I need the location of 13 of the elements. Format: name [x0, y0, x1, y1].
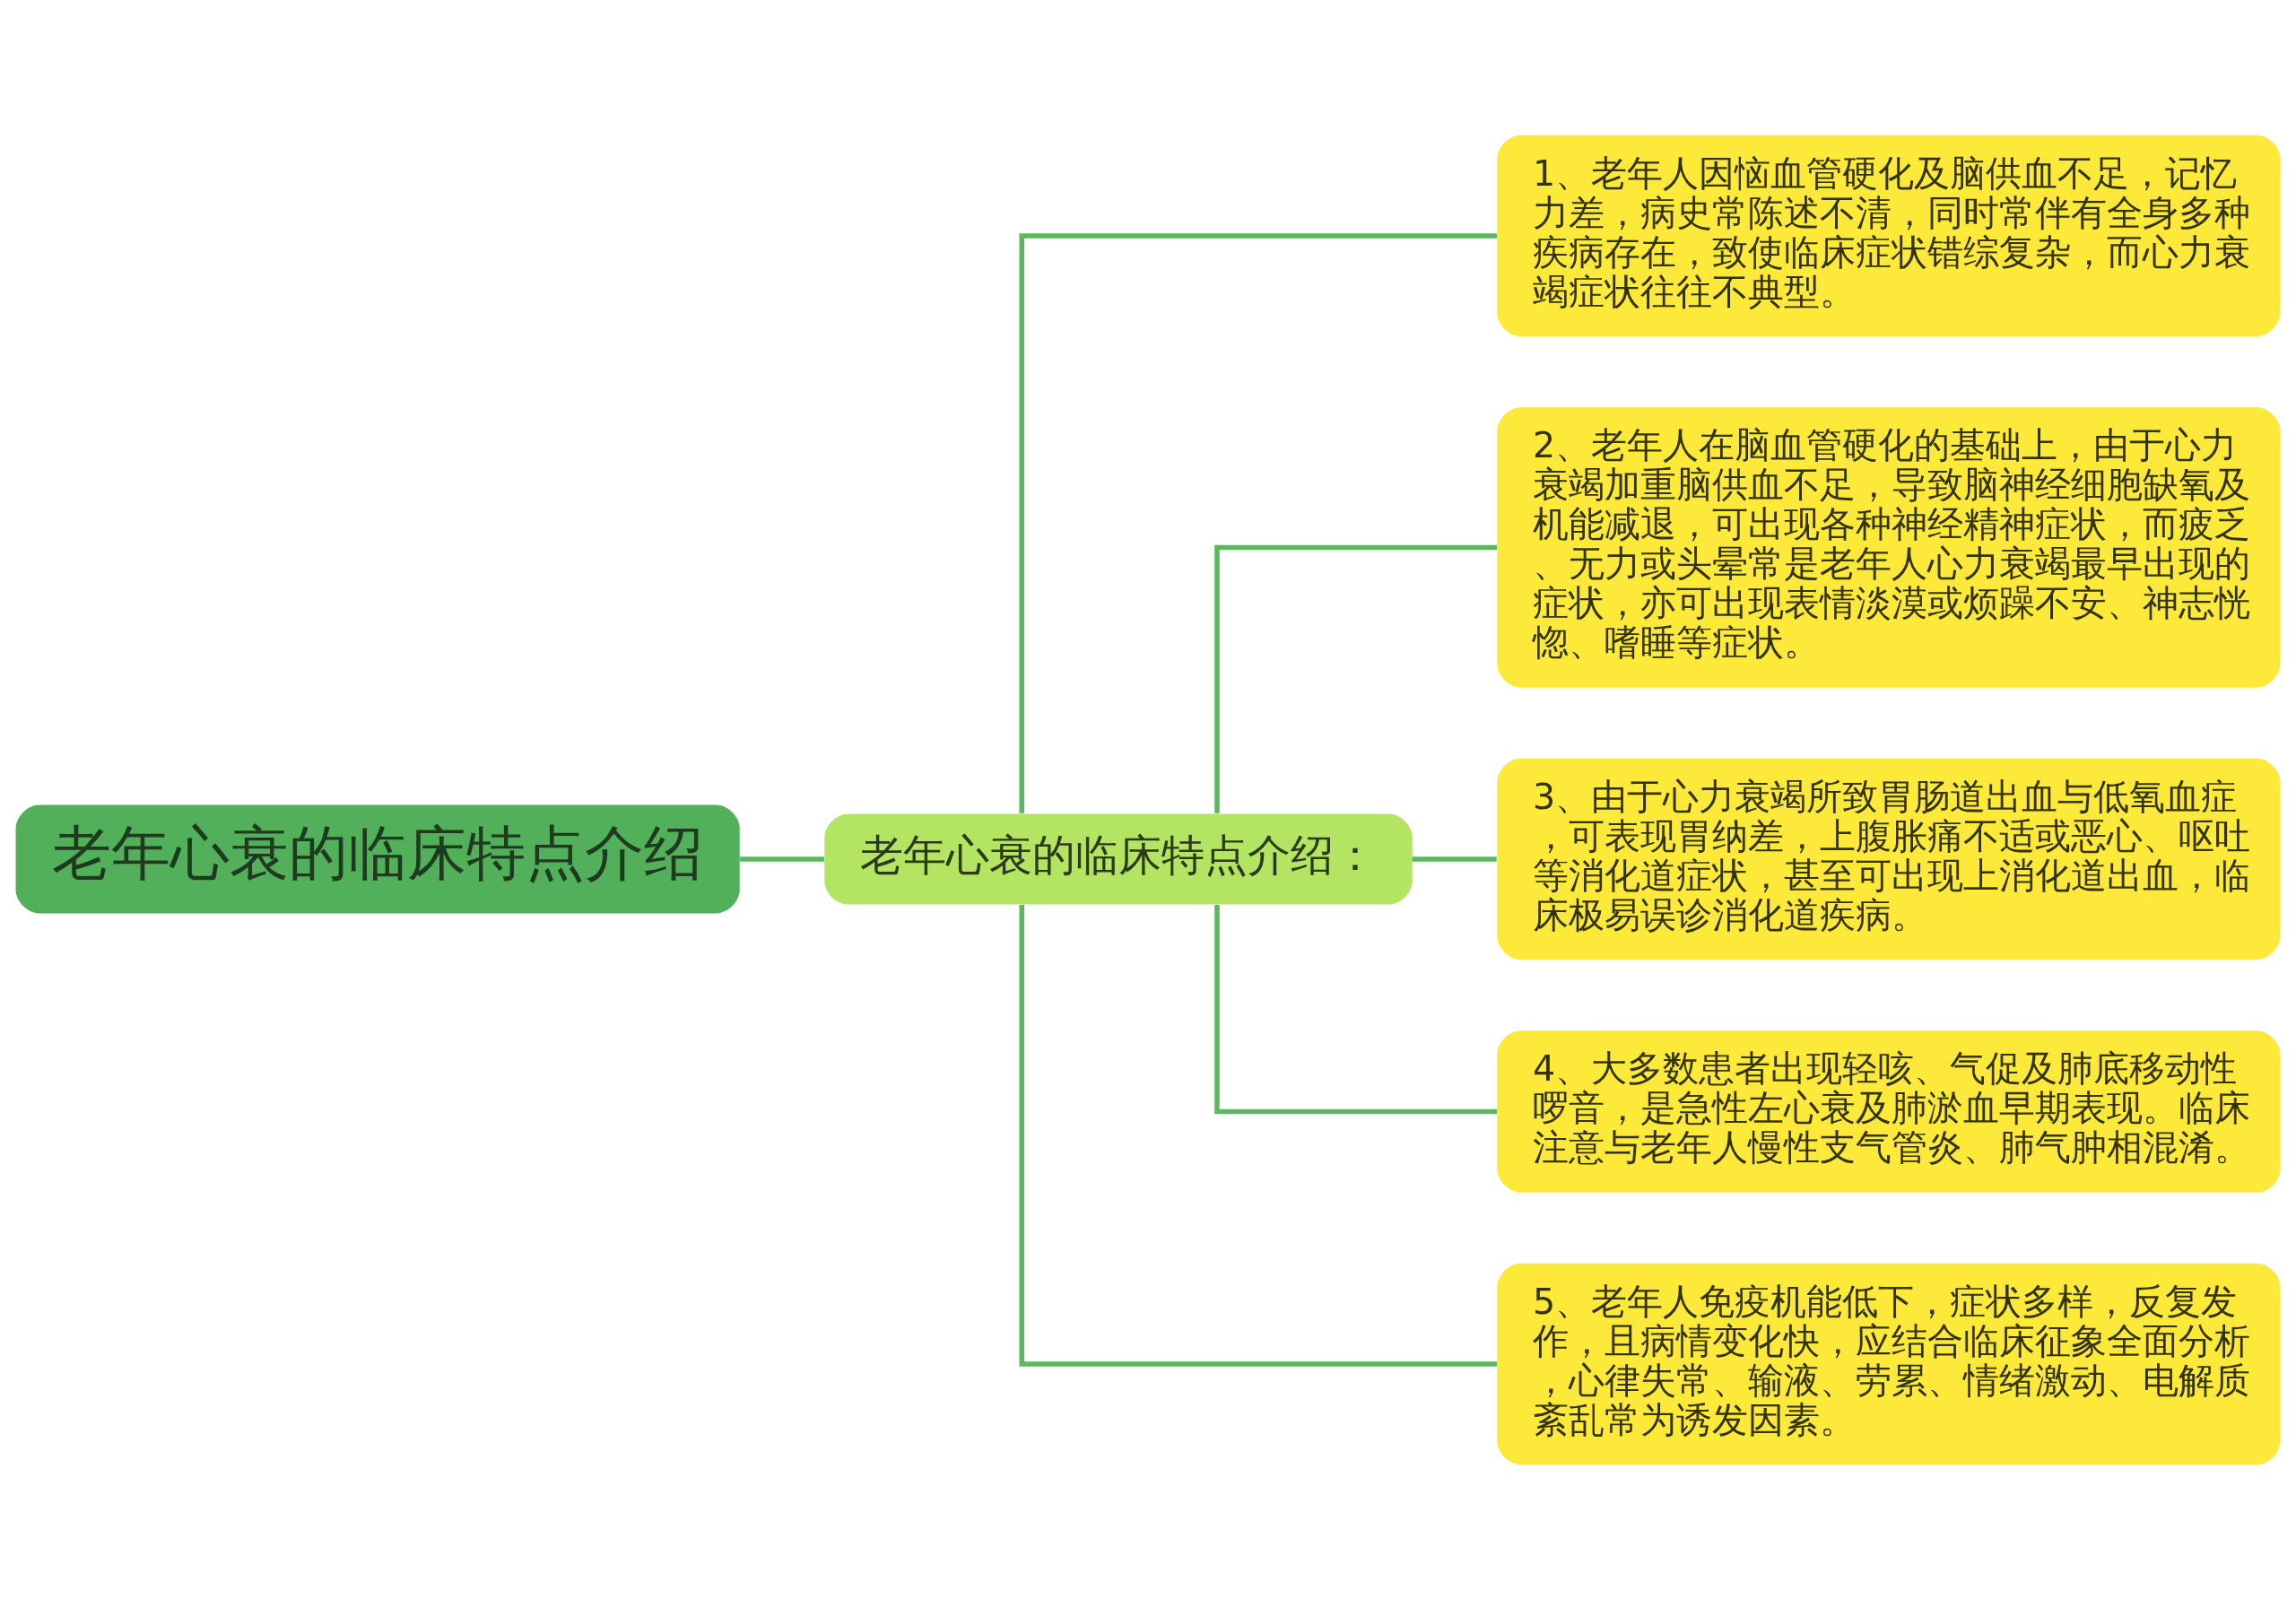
connector: [740, 856, 824, 862]
node-box: 老年心衰的临床特点介绍: [15, 804, 740, 913]
node-box: 5、老年人免疫机能低下，症状多样，反复发作，且病情变化快，应结合临床征象全面分析，心律失常、输液、劳累、情绪激动、电解质紊乱常为诱发因素。: [1497, 1263, 2281, 1464]
node-box: 3、由于心力衰竭所致胃肠道出血与低氧血症，可表现胃纳差，上腹胀痛不适或恶心、呕吐等消化道症状，甚至可出现上消化道出血，临床极易误诊消化道疾病。: [1497, 758, 2281, 960]
connector: [1214, 544, 1498, 813]
connector: [1019, 904, 1498, 1367]
connector: [1412, 856, 1497, 862]
node-box: 1、老年人因恼血管硬化及脑供血不足，记忆力差，病史常陈述不清，同时常伴有全身多种疾病存在，致使临床症状错综复杂，而心力衰竭症状往往不典型。: [1497, 135, 2281, 336]
node-box: 2、老年人在脑血管硬化的基础上，由于心力衰竭加重脑供血不足，导致脑神经细胞缺氧及机能减退，可出现各种神经精神症状，而疲乏、无力或头晕常是老年人心力衰竭最早出现的症状，亦可出现表情淡漠或烦躁不安、神志恍惚、嗜睡等症状。: [1497, 406, 2281, 688]
connector: [1214, 904, 1498, 1114]
node-box: 老年心衰的临床特点介绍：: [824, 813, 1413, 905]
node-box: 4、大多数患者出现轻咳、气促及肺底移动性啰音，是急性左心衰及肺淤血早期表现。临床注意与老年人慢性支气管炎、肺气肿相混淆。: [1497, 1030, 2281, 1193]
connector: [1019, 232, 1498, 813]
